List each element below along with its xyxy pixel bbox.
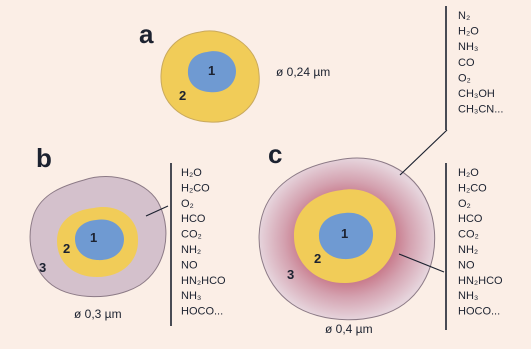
molecule-label: H₂CO (181, 182, 210, 194)
panel-b-diameter: ø 0,3 µm (74, 307, 122, 321)
panel-a: a 1 2 ø 0,24 µm (139, 19, 330, 122)
panel-b-core-label: 1 (90, 230, 97, 245)
panel-a-core-label: 1 (208, 63, 215, 78)
molecule-label: H₂O (181, 167, 202, 179)
panel-b-mantle-label: 2 (63, 241, 70, 256)
molecule-label: O₂ (458, 198, 471, 210)
molecule-label: O₂ (458, 72, 471, 84)
panel-c: c 1 2 3 ø 0,4 µm N₂ H₂O NH₃ CO O₂ CH₃OH CH₃CN.… (259, 6, 503, 336)
panel-b-molecule-list: H₂O H₂CO O₂ HCO CO₂ NH₂ NO HN₂HCO NH₃ HOCO... (181, 167, 226, 318)
molecule-label: CH₃OH (458, 88, 495, 100)
panel-b-letter: b (36, 143, 52, 173)
panel-c-mantle-label: 2 (314, 251, 321, 266)
panel-c-top-pointer (400, 130, 447, 175)
molecule-label: CO₂ (458, 229, 479, 241)
molecule-label: NH₃ (181, 290, 201, 302)
molecule-label: O₂ (181, 198, 194, 210)
panel-c-letter: c (268, 139, 282, 169)
molecule-label: HOCO... (458, 306, 500, 318)
molecule-label: CO (458, 57, 475, 69)
molecule-label: H₂O (458, 167, 479, 179)
molecule-label: NH₂ (458, 244, 478, 256)
panel-b-outer-label: 3 (39, 260, 46, 275)
molecule-label: NO (458, 259, 475, 271)
panel-b-core (75, 219, 124, 260)
panel-c-core-label: 1 (341, 226, 348, 241)
panel-a-mantle-label: 2 (179, 88, 186, 103)
panel-c-outer-label: 3 (287, 267, 294, 282)
molecule-label: NO (181, 259, 198, 271)
molecule-label: CH₃CN... (458, 104, 503, 116)
molecule-label: H₂CO (458, 182, 487, 194)
molecule-label: NH₂ (181, 244, 201, 256)
molecule-label: HN₂HCO (181, 275, 226, 287)
panel-c-diameter: ø 0,4 µm (325, 322, 373, 336)
panel-a-diameter: ø 0,24 µm (276, 65, 330, 79)
panel-b: b 1 2 3 ø 0,3 µm H₂O H₂CO O₂ HCO CO₂ NH₂ NO HN₂… (30, 143, 226, 326)
molecule-label: HCO (458, 213, 483, 225)
panel-c-top-molecule-list: N₂ H₂O NH₃ CO O₂ CH₃OH CH₃CN... (458, 10, 503, 116)
molecule-label: NH₃ (458, 41, 478, 53)
panel-a-letter: a (139, 19, 154, 49)
molecule-label: H₂O (458, 26, 479, 38)
molecule-label: HCO (181, 213, 206, 225)
molecule-label: N₂ (458, 10, 470, 22)
molecule-label: NH₃ (458, 290, 478, 302)
molecule-label: CO₂ (181, 229, 202, 241)
panel-c-molecule-list: H₂O H₂CO O₂ HCO CO₂ NH₂ NO HN₂HCO NH₃ HOCO... (458, 167, 503, 318)
molecule-label: HOCO... (181, 306, 223, 318)
molecule-label: HN₂HCO (458, 275, 503, 287)
